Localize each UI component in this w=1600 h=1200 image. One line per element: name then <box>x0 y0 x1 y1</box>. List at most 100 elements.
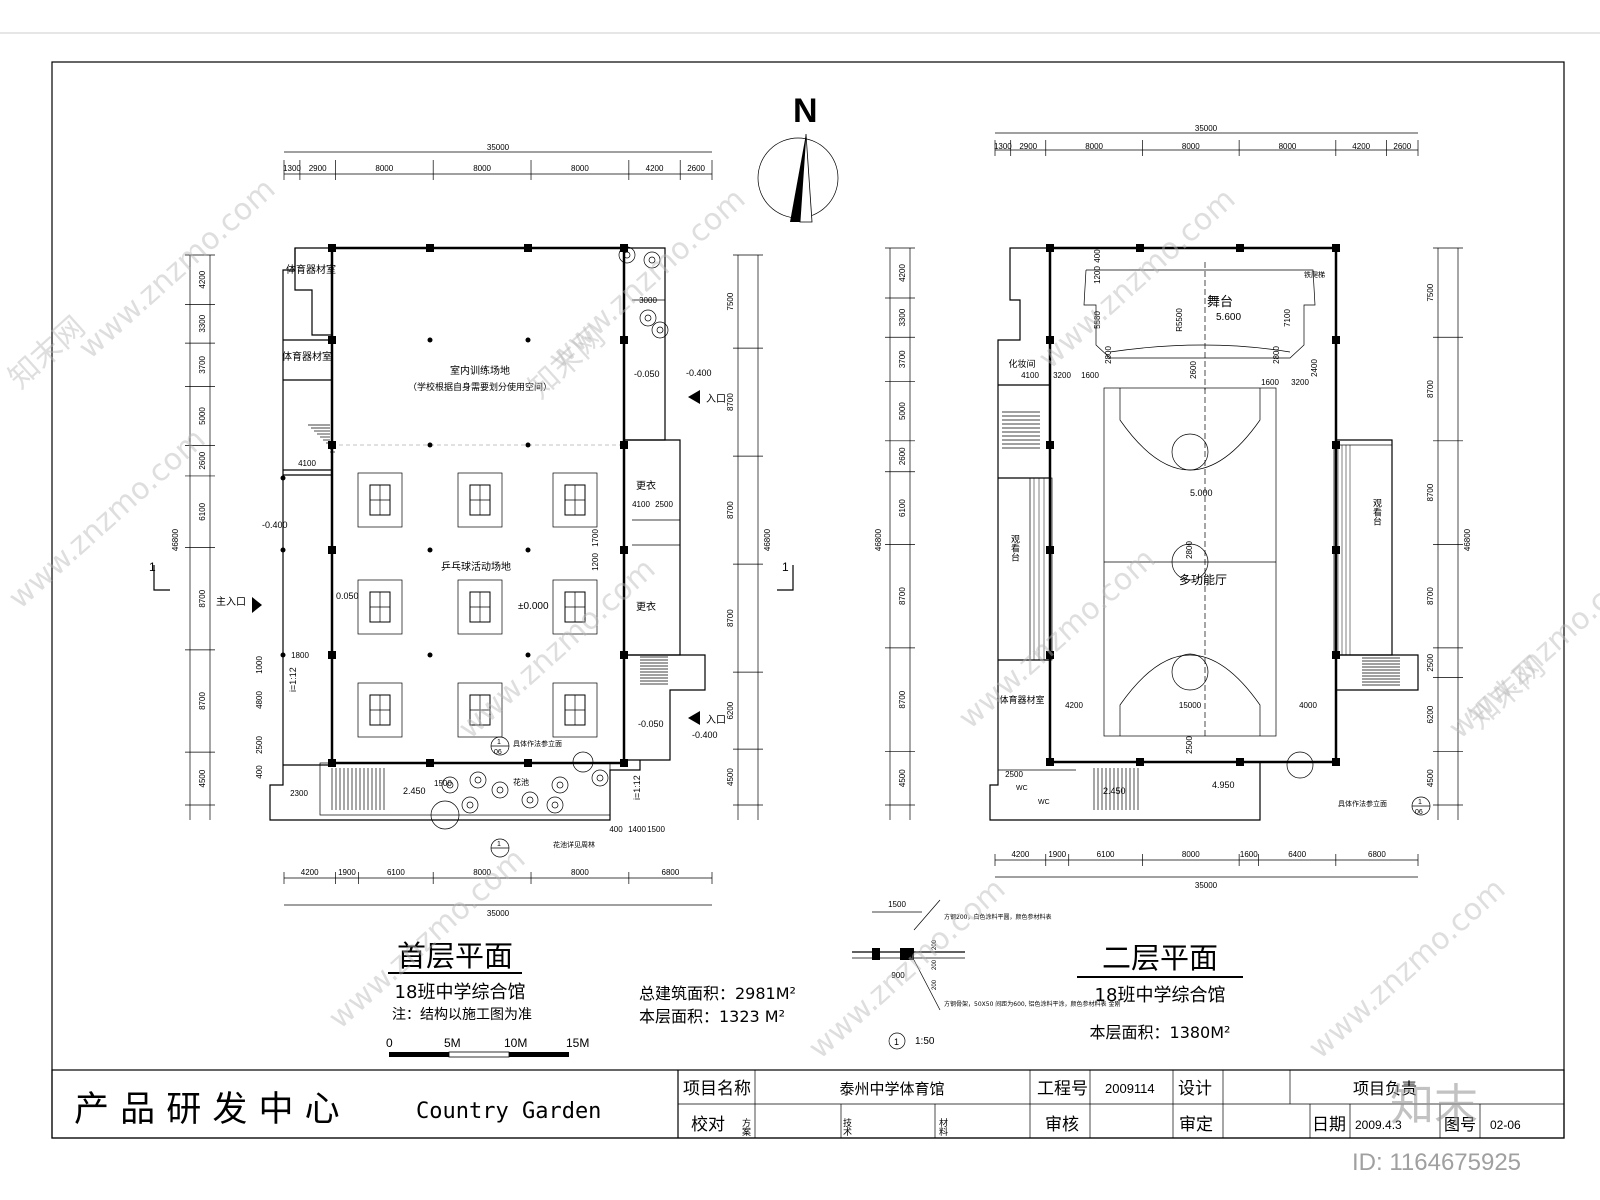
gf-title: 首层平面 <box>397 939 513 973</box>
svg-text:知末网: 知末网 <box>2 310 92 396</box>
svg-text:1: 1 <box>497 841 501 848</box>
svg-text:200: 200 <box>932 979 938 990</box>
sf-misc-dim-18: 2500 <box>1005 770 1023 779</box>
svg-text:工程号: 工程号 <box>1037 1079 1088 1099</box>
sf-misc-dim-5: 2800 <box>1104 346 1113 364</box>
sf-left-dim-5: 6100 <box>898 499 907 517</box>
sf-hall-label: 多功能厅 <box>1179 573 1227 587</box>
gf-left-total: 46800 <box>171 528 180 551</box>
sf-misc-dim-16: 4000 <box>1299 701 1317 710</box>
column <box>1136 244 1144 252</box>
gf-top-dim-2: 8000 <box>375 164 393 173</box>
column <box>1046 546 1054 554</box>
gf-subtitle: 18班中学综合馆 <box>395 982 526 1003</box>
sf-top-dim-6: 2600 <box>1393 142 1411 151</box>
sf-left-total: 46800 <box>874 528 883 551</box>
column-dot <box>427 652 433 658</box>
gf-training-label: 室内训练场地 <box>450 364 510 377</box>
gf-left-dim-0: 4200 <box>198 270 207 288</box>
svg-text:0: 0 <box>386 1036 393 1050</box>
sf-bottom-dim-1: 1900 <box>1048 850 1066 859</box>
sf-misc-dim-17: 2500 <box>1185 736 1194 754</box>
svg-text:www.znzmo.com: www.znzmo.com <box>952 542 1162 736</box>
gf-left-dim-4: 2600 <box>198 451 207 469</box>
gf-flower-bed-ref: 花池详见周林 <box>553 840 595 849</box>
column-dot <box>427 337 433 343</box>
sf-bottom-dim-2: 6100 <box>1097 850 1115 859</box>
column <box>620 244 628 252</box>
gf-right-dim-3: 8700 <box>726 609 735 627</box>
sf-misc-dim-10: 1600 <box>1261 378 1279 387</box>
sf-top-dim-0: 1300 <box>994 142 1012 151</box>
tree-symbol <box>441 776 459 794</box>
svg-text:方案: 方案 <box>740 1117 751 1137</box>
svg-text:4800: 4800 <box>255 691 264 709</box>
svg-text:图号: 图号 <box>1444 1115 1476 1134</box>
svg-text:1: 1 <box>894 1037 899 1047</box>
gf-entrance-1: 入口 <box>706 394 726 405</box>
sf-equip-room: 体育器材室 <box>999 694 1044 706</box>
sf-left-dim-6: 8700 <box>898 587 907 605</box>
svg-text:200: 200 <box>932 959 938 970</box>
column-dot <box>525 652 531 658</box>
gf-equip-room-2: 体育器材室 <box>282 350 332 363</box>
sf-top-dim-5: 4200 <box>1352 142 1370 151</box>
column-dot <box>280 652 286 658</box>
gf-bottom-dim-3: 8000 <box>473 868 491 877</box>
svg-text:www.znzmo.com: www.znzmo.com <box>72 172 282 366</box>
sf-right-dim-1: 8700 <box>1426 380 1435 398</box>
gf-flower-bed: 花池 <box>513 777 529 787</box>
svg-text:材料: 材料 <box>937 1117 948 1137</box>
svg-text:5M: 5M <box>444 1036 461 1050</box>
svg-text:2500: 2500 <box>655 500 673 509</box>
column <box>620 651 628 659</box>
svg-text:www.znzmo.com: www.znzmo.com <box>2 422 212 616</box>
gf-bottom-dim-0: 4200 <box>301 868 319 877</box>
column <box>1332 758 1340 766</box>
drawing-no: 02-06 <box>1490 1118 1521 1132</box>
gf-right-dim-2: 8700 <box>726 501 735 519</box>
svg-text:1: 1 <box>782 560 789 574</box>
sf-right-dim-5: 6200 <box>1426 705 1435 723</box>
svg-text:技术: 技术 <box>841 1117 852 1137</box>
sf-left-dim-1: 3300 <box>898 308 907 326</box>
svg-text:1500: 1500 <box>888 900 906 909</box>
column-dot <box>525 337 531 343</box>
sf-left-dim-7: 8700 <box>898 690 907 708</box>
gf-left-dim-8: 4500 <box>198 769 207 787</box>
svg-text:-0.400: -0.400 <box>686 368 712 378</box>
svg-text:1: 1 <box>149 560 156 574</box>
wall-detail: 1500 900 200 200 200 方钢200，白色涂料平圆，颜色参材料表… <box>852 899 1120 1050</box>
gf-overall-dim-top: 35000 <box>487 143 510 152</box>
svg-text:www.znzmo.com: www.znzmo.com <box>1302 872 1512 1066</box>
svg-text:www.znzmo.com: www.znzmo.com <box>1032 182 1242 376</box>
sf-misc-dim-14: 4200 <box>1065 701 1083 710</box>
svg-text:1200: 1200 <box>591 553 600 571</box>
sf-misc-dim-1: 1200 <box>1093 266 1102 284</box>
svg-text:400: 400 <box>609 825 623 834</box>
svg-text:项目名称: 项目名称 <box>683 1079 751 1099</box>
column <box>1332 546 1340 554</box>
column-dot <box>427 442 433 448</box>
gf-overall-dim-bottom: 35000 <box>487 909 510 918</box>
company-name: 产 品 研 发 中 心 <box>74 1090 340 1130</box>
svg-text:日期: 日期 <box>1312 1115 1346 1135</box>
sf-misc-dim-2: 5580 <box>1093 311 1102 329</box>
gf-top-dim-1: 2900 <box>309 164 327 173</box>
sf-misc-dim-12: 2600 <box>1189 361 1198 379</box>
gf-bottom-dim-1: 1900 <box>338 868 356 877</box>
svg-text:WC: WC <box>1038 799 1050 806</box>
svg-text:2.450: 2.450 <box>403 786 426 796</box>
column <box>1332 244 1340 252</box>
gf-right-dim-1: 8700 <box>726 393 735 411</box>
svg-text:具体作法参立面: 具体作法参立面 <box>1338 799 1387 808</box>
svg-text:±0.000: ±0.000 <box>518 601 549 612</box>
svg-text:4100: 4100 <box>298 459 316 468</box>
column <box>328 244 336 252</box>
sf-top-dim-2: 8000 <box>1085 142 1103 151</box>
sf-misc-dim-4: 2800 <box>1272 346 1281 364</box>
gf-left-dim-1: 3300 <box>198 314 207 332</box>
tree-symbol <box>591 769 609 787</box>
